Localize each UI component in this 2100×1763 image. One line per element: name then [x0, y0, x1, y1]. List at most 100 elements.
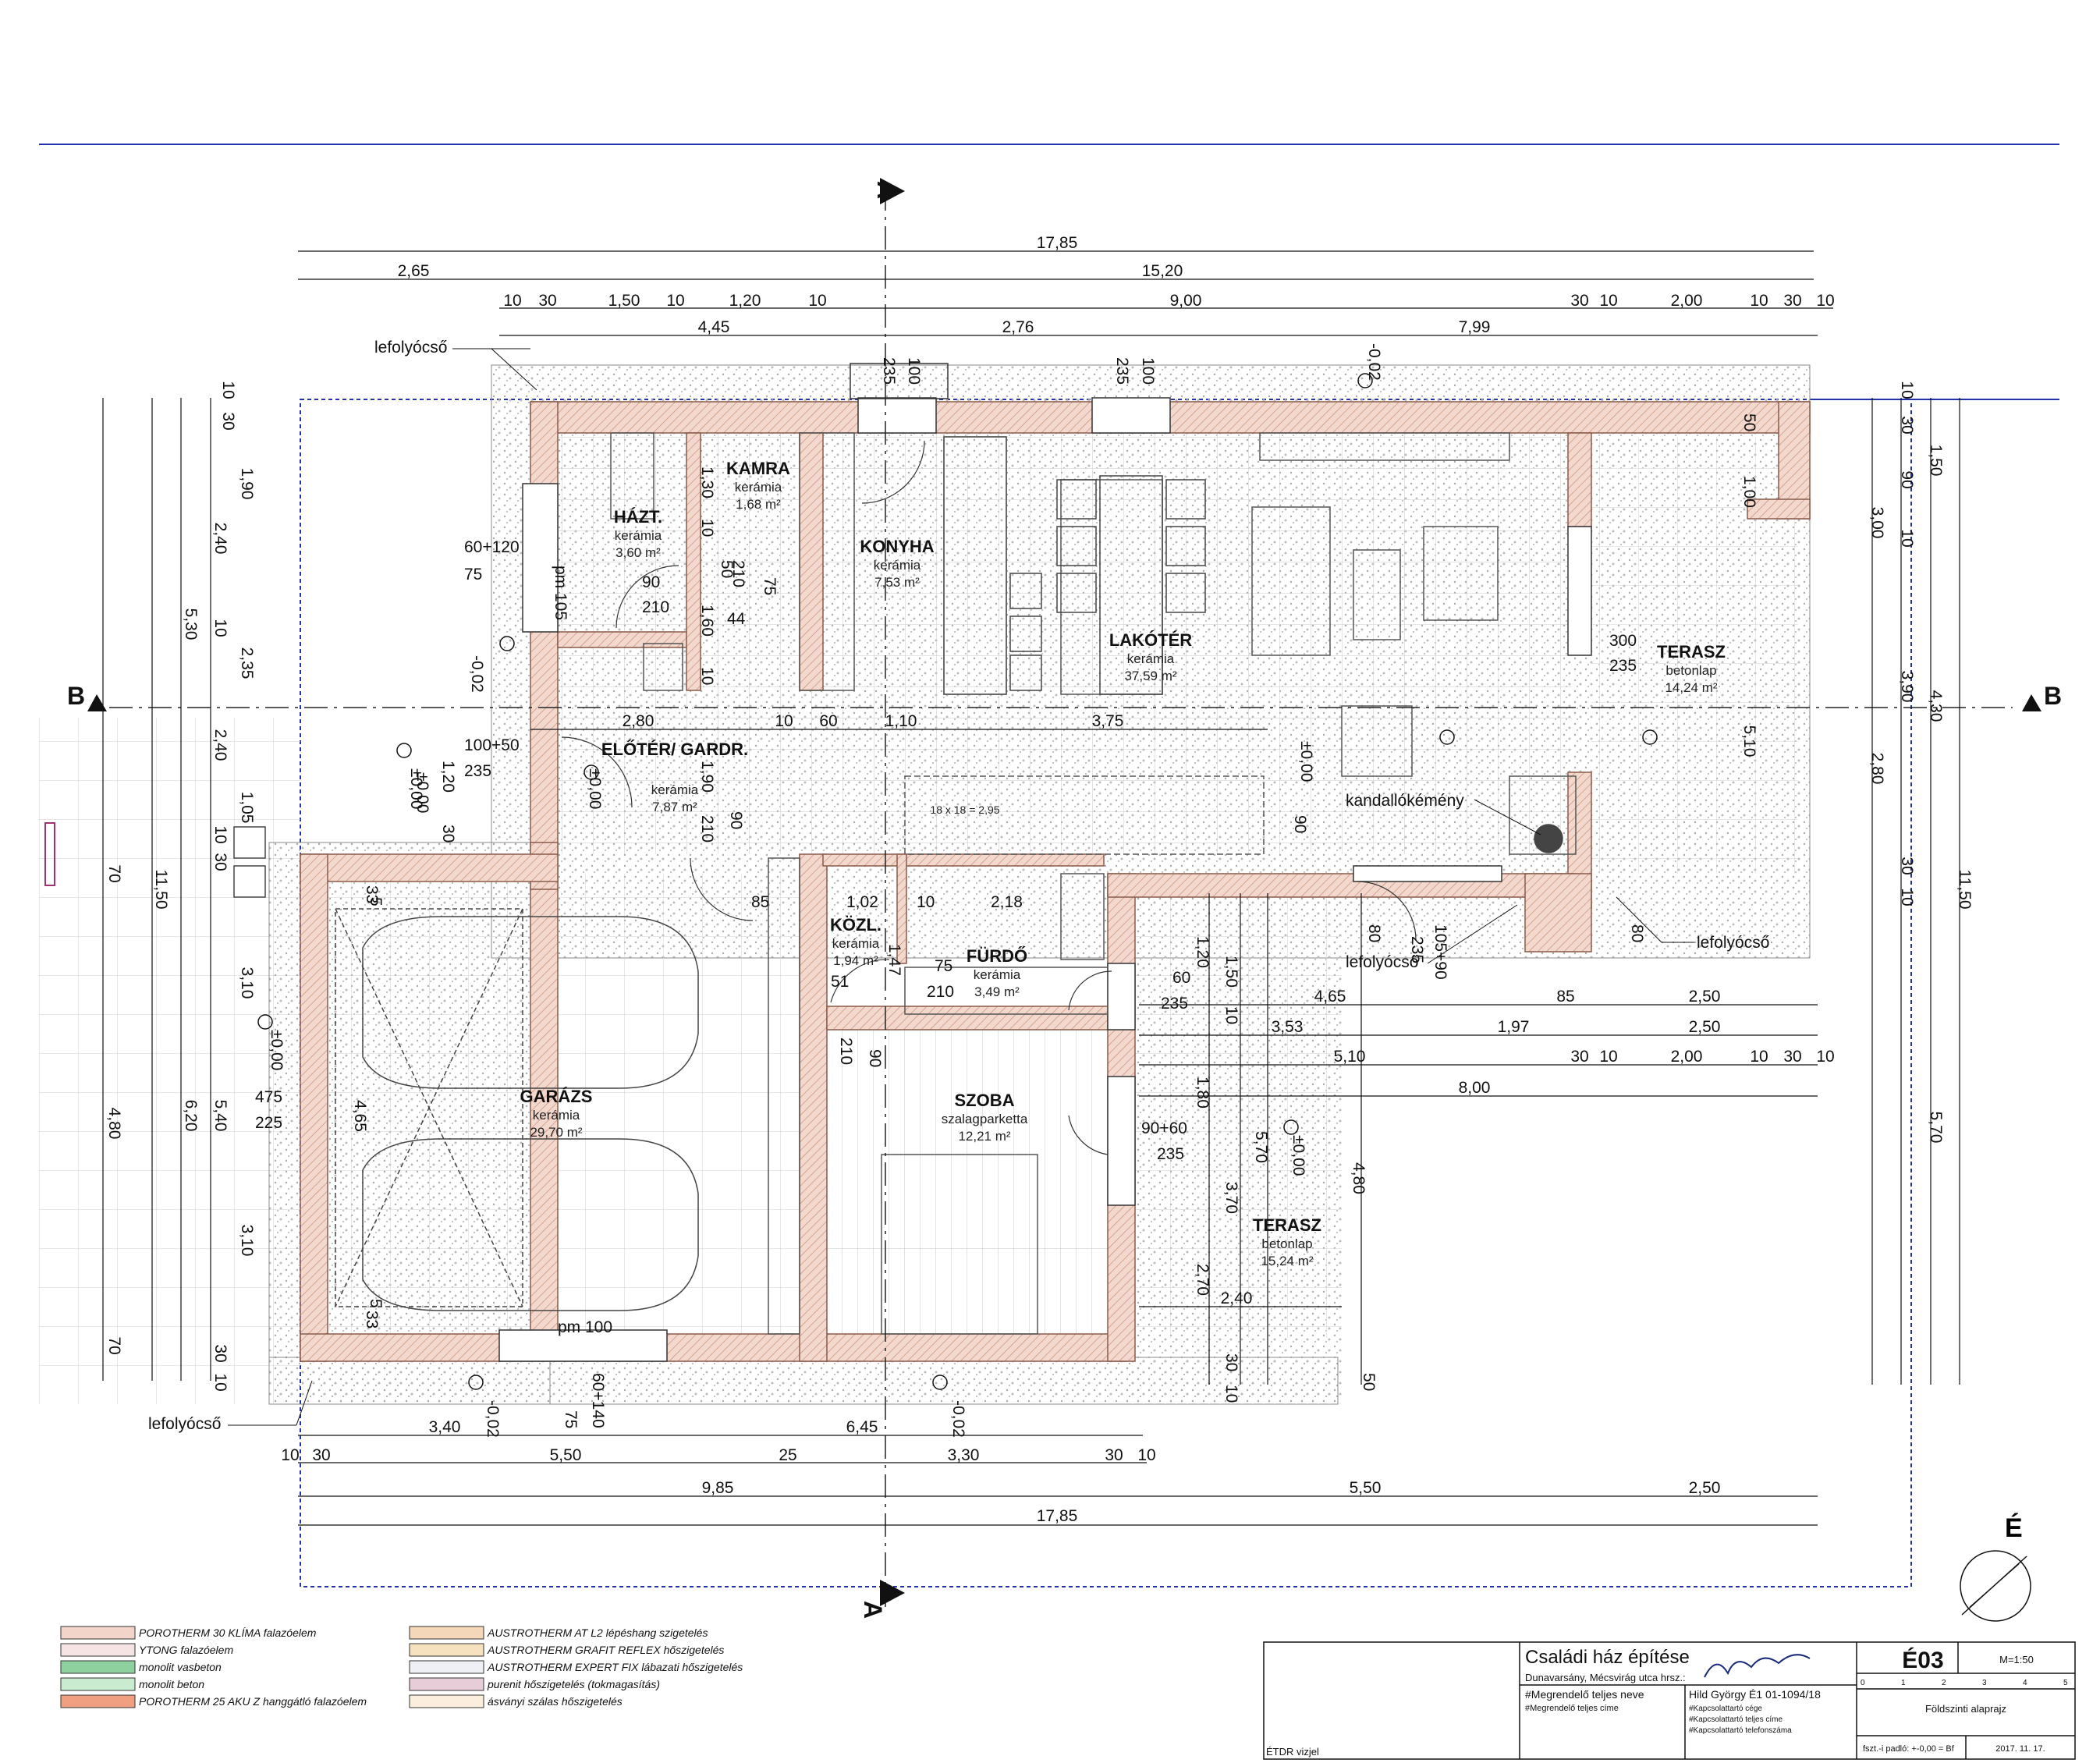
svg-text:210: 210	[642, 598, 669, 616]
svg-text:-0,02: -0,02	[468, 655, 486, 693]
legend-swatch	[409, 1677, 484, 1691]
svg-text:17,85: 17,85	[1037, 1507, 1078, 1525]
svg-text:9,85: 9,85	[702, 1479, 734, 1497]
tb-client-name: #Megrendelő teljes neve	[1525, 1688, 1644, 1701]
svg-text:85: 85	[1556, 988, 1574, 1006]
svg-text:11,50: 11,50	[1956, 870, 1974, 910]
svg-text:10: 10	[1222, 1006, 1240, 1024]
svg-text:pm 105: pm 105	[552, 566, 569, 620]
svg-text:1,05: 1,05	[238, 792, 256, 824]
svg-text:30: 30	[1783, 292, 1801, 310]
svg-text:10: 10	[1898, 888, 1916, 906]
svg-text:100: 100	[905, 357, 923, 385]
svg-text:3,30: 3,30	[948, 1446, 980, 1464]
svg-text:10: 10	[219, 381, 237, 399]
svg-text:1,80: 1,80	[1194, 1077, 1211, 1109]
legend-swatch	[60, 1677, 136, 1691]
svg-text:-0,02: -0,02	[1365, 343, 1383, 381]
svg-text:10: 10	[1750, 292, 1768, 310]
svg-text:8,00: 8,00	[1459, 1079, 1491, 1097]
svg-text:2,40: 2,40	[1221, 1289, 1253, 1307]
scale-tick: 1	[1901, 1679, 1906, 1687]
svg-text:betonlap: betonlap	[1665, 663, 1716, 678]
svg-text:KAMRA: KAMRA	[726, 459, 790, 478]
svg-text:1,68 m²: 1,68 m²	[736, 497, 781, 512]
svg-text:60: 60	[1172, 969, 1190, 987]
svg-text:10: 10	[211, 1373, 229, 1391]
svg-text:30: 30	[312, 1446, 330, 1464]
svg-text:±0,00: ±0,00	[407, 768, 425, 809]
svg-text:1,10: 1,10	[885, 712, 917, 730]
svg-text:3,10: 3,10	[238, 1225, 256, 1257]
section-b-right: B	[2044, 682, 2062, 710]
lefolyocso-label-2: lefolyócső	[1346, 953, 1418, 971]
legend-swatch	[409, 1660, 484, 1674]
svg-text:225: 225	[255, 1114, 282, 1132]
svg-text:235: 235	[1408, 936, 1426, 963]
svg-text:51: 51	[831, 973, 849, 991]
svg-text:4,65: 4,65	[351, 1100, 369, 1132]
kandallo-label: kandallókémény	[1346, 792, 1464, 810]
svg-text:4,80: 4,80	[1350, 1162, 1367, 1194]
svg-text:1,20: 1,20	[729, 292, 761, 310]
svg-text:235: 235	[1157, 1145, 1184, 1163]
svg-text:10: 10	[211, 619, 229, 637]
tb-project: Családi ház építése	[1525, 1647, 1690, 1668]
svg-text:10: 10	[1599, 292, 1617, 310]
svg-text:-0,02: -0,02	[949, 1400, 967, 1438]
svg-text:10: 10	[1816, 292, 1834, 310]
svg-text:10: 10	[1750, 1048, 1768, 1066]
svg-text:44: 44	[727, 610, 746, 628]
tb-drawing: Földszinti alaprajz	[1925, 1703, 2006, 1715]
svg-text:4,30: 4,30	[1927, 690, 1945, 722]
svg-text:30: 30	[211, 1344, 229, 1362]
svg-text:3,70: 3,70	[1222, 1182, 1240, 1214]
section-a-bottom: A	[859, 1601, 887, 1619]
svg-text:25: 25	[779, 1446, 796, 1464]
svg-text:85: 85	[751, 893, 769, 911]
svg-text:14,24 m²: 14,24 m²	[1665, 680, 1717, 695]
svg-text:105+90: 105+90	[1431, 924, 1449, 980]
svg-text:6,20: 6,20	[182, 1100, 200, 1132]
svg-text:3,90: 3,90	[1898, 671, 1916, 703]
tb-contact1: #Kapcsolattartó cége	[1689, 1704, 1762, 1713]
tb-contact2: #Kapcsolattartó teljes címe	[1689, 1715, 1783, 1724]
scale-tick: 2	[1942, 1679, 1946, 1687]
svg-text:5,70: 5,70	[1252, 1131, 1270, 1163]
title-block	[1263, 1641, 2076, 1760]
lefolyocso-label-1: lefolyócső	[374, 339, 447, 357]
svg-text:70: 70	[105, 1336, 123, 1354]
svg-text:1,02: 1,02	[846, 893, 878, 911]
svg-text:2,65: 2,65	[398, 262, 430, 280]
svg-text:75: 75	[464, 566, 482, 584]
section-a-top: A	[872, 181, 900, 199]
svg-text:5,50: 5,50	[1350, 1479, 1382, 1497]
svg-text:10: 10	[808, 292, 826, 310]
svg-text:7,53 m²: 7,53 m²	[874, 575, 920, 590]
svg-text:3,40: 3,40	[429, 1418, 461, 1436]
svg-text:FÜRDŐ: FÜRDŐ	[967, 946, 1027, 966]
svg-text:1,00: 1,00	[1740, 476, 1758, 508]
svg-text:10: 10	[1898, 381, 1916, 399]
svg-text:HÁZT.: HÁZT.	[614, 507, 662, 527]
svg-text:1,90: 1,90	[698, 761, 716, 793]
svg-text:10: 10	[1222, 1385, 1240, 1403]
svg-text:10: 10	[775, 712, 793, 730]
svg-text:5,50: 5,50	[550, 1446, 582, 1464]
svg-text:80: 80	[1365, 924, 1383, 942]
tb-stamp: ÉTDR vizjel	[1266, 1746, 1319, 1758]
svg-text:1,47: 1,47	[885, 944, 903, 976]
svg-text:1,20: 1,20	[1194, 936, 1211, 968]
legend-swatch	[409, 1626, 484, 1640]
svg-text:2,80: 2,80	[1868, 753, 1886, 785]
svg-text:210: 210	[927, 983, 954, 1001]
svg-text:TERASZ: TERASZ	[1253, 1215, 1321, 1235]
